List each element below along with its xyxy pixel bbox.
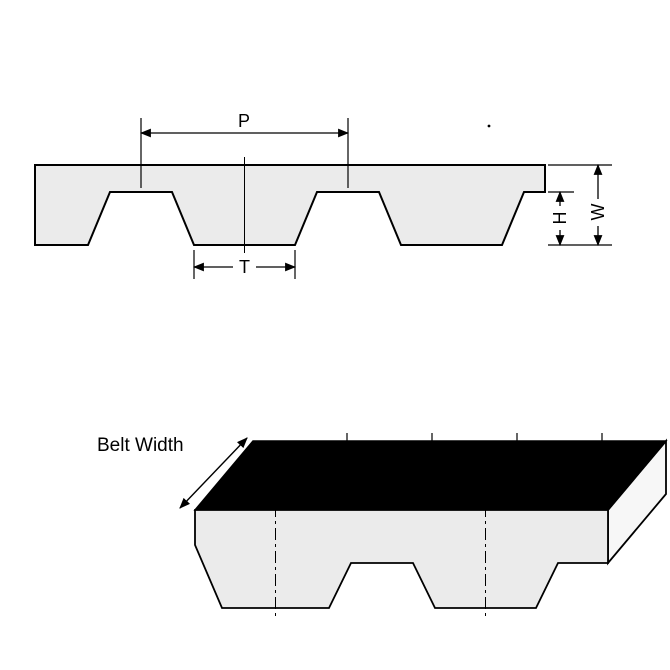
tooth-width-label-mask [233, 258, 256, 276]
thickness-label-mask [589, 199, 607, 226]
stray-dot [487, 124, 491, 128]
belt-profile-outline [34, 164, 546, 246]
tooth-height-label: H [550, 212, 570, 225]
belt-front-face [194, 509, 609, 609]
belt-width-label: Belt Width [97, 435, 184, 456]
thickness-label: W [588, 204, 608, 221]
cross-section-view: P T H W [34, 111, 612, 279]
pitch-label: P [238, 111, 250, 131]
isometric-view: Belt Width [97, 433, 668, 616]
tooth-width-label: T [239, 257, 250, 277]
belt-width-dimension-arrow [179, 437, 248, 509]
tooth-height-label-mask [551, 206, 568, 230]
belt-top-face [193, 440, 668, 511]
